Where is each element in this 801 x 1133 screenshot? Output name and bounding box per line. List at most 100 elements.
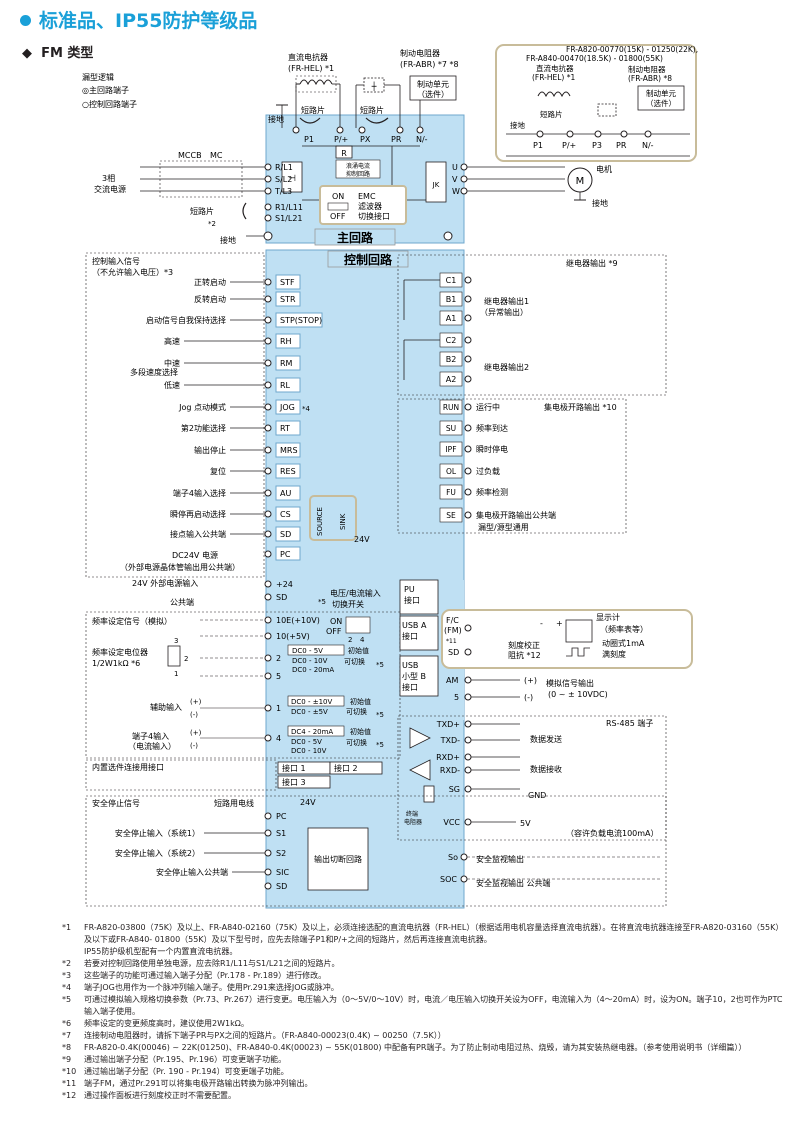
- pot-pin2: 2: [184, 655, 188, 663]
- am-range: (0 ~ ± 10VDC): [548, 690, 608, 699]
- surge-label-2: 抑制回路: [346, 170, 370, 178]
- oc-terminal-box: [439, 399, 463, 415]
- motor-label: 电机: [596, 164, 612, 174]
- common-label: 公共端: [170, 597, 194, 607]
- control-terminal-label: STP(STOP): [280, 316, 322, 325]
- rx-receiver-icon: [409, 759, 431, 781]
- brake-unit-label: 制动单元: [417, 79, 449, 89]
- footnote-mark: *9: [62, 1055, 72, 1064]
- control-input-row: 中速 RM: [164, 355, 301, 371]
- emc-off-label: OFF: [330, 212, 346, 221]
- fm-note: *11: [446, 638, 457, 645]
- wiring-diagram: 主回路 控制回路 漏型逻辑 ◎主回路端子 ○控制回路端子 直流电抗器 (FR-H…: [82, 44, 698, 909]
- footnote-text: 端子FM，通过Pr.291可以将集电极开路输出转换为脉冲列输出。: [84, 1079, 313, 1088]
- pot-pin1: 1: [174, 670, 178, 678]
- terminal-r-l1: R/L1: [275, 163, 293, 172]
- control-input-label: 中速: [164, 358, 180, 368]
- analog-terminal-dot: [264, 704, 272, 712]
- analog-terminal-label: 2: [276, 654, 281, 663]
- terminal-soc: SOC: [440, 875, 457, 884]
- inset-resistor-icon: [597, 103, 617, 117]
- control-terminal-dot: [264, 467, 272, 475]
- control-input-label: 输出停止: [194, 445, 226, 455]
- power-switch-note: *5: [318, 598, 326, 606]
- control-terminal-box: [275, 399, 301, 415]
- control-terminal-label: STR: [280, 295, 296, 304]
- inset-brake-unit: 制动单元: [646, 88, 676, 98]
- emc-switch-icon[interactable]: [327, 202, 349, 211]
- control-terminal-label: JOG: [279, 403, 295, 412]
- inset-brake-resistor: 制动电阻器: [628, 64, 666, 74]
- control-terminal-label: CS: [280, 510, 291, 519]
- dip-pin4: 4: [360, 636, 365, 644]
- emc-label: EMC: [358, 192, 376, 201]
- control-terminal-label: RM: [280, 359, 293, 368]
- control-terminal-box: [275, 420, 301, 436]
- port2-label: 接口 2: [334, 763, 358, 773]
- footnote-text: 通过输出端子分配（Pr. 190 - Pr.194）可变更端子功能。: [84, 1067, 289, 1076]
- safety-input-label: 安全停止输入公共端: [156, 867, 228, 877]
- svg-text:┼: ┼: [371, 81, 377, 91]
- usb-a-port-box[interactable]: [399, 615, 439, 651]
- control-circuit-panel: [265, 249, 465, 909]
- brake-unit-option: （选件）: [417, 89, 449, 99]
- analog2-range-b: DC0 - 10V: [292, 657, 328, 665]
- terminal-safety-sd: SD: [276, 882, 287, 891]
- terminal-p-plus: P/+: [334, 135, 348, 144]
- analog2-range-a: DC0 - 5V: [292, 647, 323, 655]
- control-terminal-dot: [264, 295, 272, 303]
- terminal-fc: F/C: [446, 616, 459, 625]
- control-terminal-dot: [264, 530, 272, 538]
- oc-terminal-box: [439, 507, 463, 523]
- pot-label: 频率设定电位器: [92, 647, 148, 657]
- output-ground-icon: [443, 231, 453, 241]
- analog-dip-switch[interactable]: [345, 616, 371, 634]
- dc-reactor-label: 直流电抗器: [288, 52, 328, 62]
- legend-title: 漏型逻辑: [82, 72, 114, 82]
- inset-reactor-coil-icon: [537, 91, 571, 98]
- subtitle-text: FM 类型: [41, 46, 94, 61]
- emc-port-label: 切换接口: [358, 211, 390, 221]
- control-terminal-label: STF: [280, 278, 295, 287]
- emc-filter-label: 滤波器: [358, 201, 382, 211]
- terminal-w: W: [452, 187, 460, 196]
- page-subtitle: ◆ FM 类型: [22, 46, 94, 61]
- control-input-label: 启动信号自我保持选择: [146, 315, 226, 325]
- oc-output-label: 频率检测: [476, 487, 508, 497]
- oc-terminal-box: [439, 441, 463, 457]
- terminal-sd-ext: SD: [276, 593, 287, 602]
- safety-input-label: 安全停止输入（系统1）: [115, 828, 200, 838]
- footnote-text: 可通过模拟输入规格切换参数（Pr.73、Pr.267）进行变更。电压输入为（0～…: [84, 995, 783, 1016]
- input-terminals: R/L1 S/L2 T/L3 R1/L11 S1/L21: [264, 163, 303, 223]
- ground-label-main: 接地: [220, 235, 236, 245]
- control-input-label: Jog 点动模式: [178, 402, 226, 412]
- footnote-text: FR-A820-0.4K(00046) ~ 22K(01250)、FR-A840…: [84, 1043, 747, 1052]
- pu-port-box[interactable]: [399, 579, 439, 615]
- meter-full-scale: 满刻度: [602, 649, 626, 659]
- ground-label-top: 接地: [268, 114, 284, 124]
- safety-short-wire: 短路用电线: [214, 798, 254, 808]
- oc-terminal-label: IPF: [445, 445, 456, 454]
- dc-reactor-code: (FR-HEL) *1: [288, 64, 334, 73]
- control-terminal-dot: [264, 381, 272, 389]
- port3-box[interactable]: [277, 775, 331, 789]
- motor-symbol: M: [576, 176, 585, 187]
- inset-terminal-row: P1 P/+ P3 PR N/-: [533, 130, 654, 150]
- analog4-initial: 初始值: [350, 727, 371, 736]
- source-sink-switch[interactable]: [309, 495, 357, 541]
- am-minus: (-): [524, 693, 533, 702]
- control-input-label: 瞬停再启动选择: [170, 509, 226, 519]
- inverter-bridge-label: JK: [432, 181, 440, 189]
- oc-title: 集电极开路输出 *10: [544, 402, 617, 412]
- usb-b-port-box[interactable]: [399, 655, 439, 697]
- port2-box[interactable]: [329, 761, 383, 775]
